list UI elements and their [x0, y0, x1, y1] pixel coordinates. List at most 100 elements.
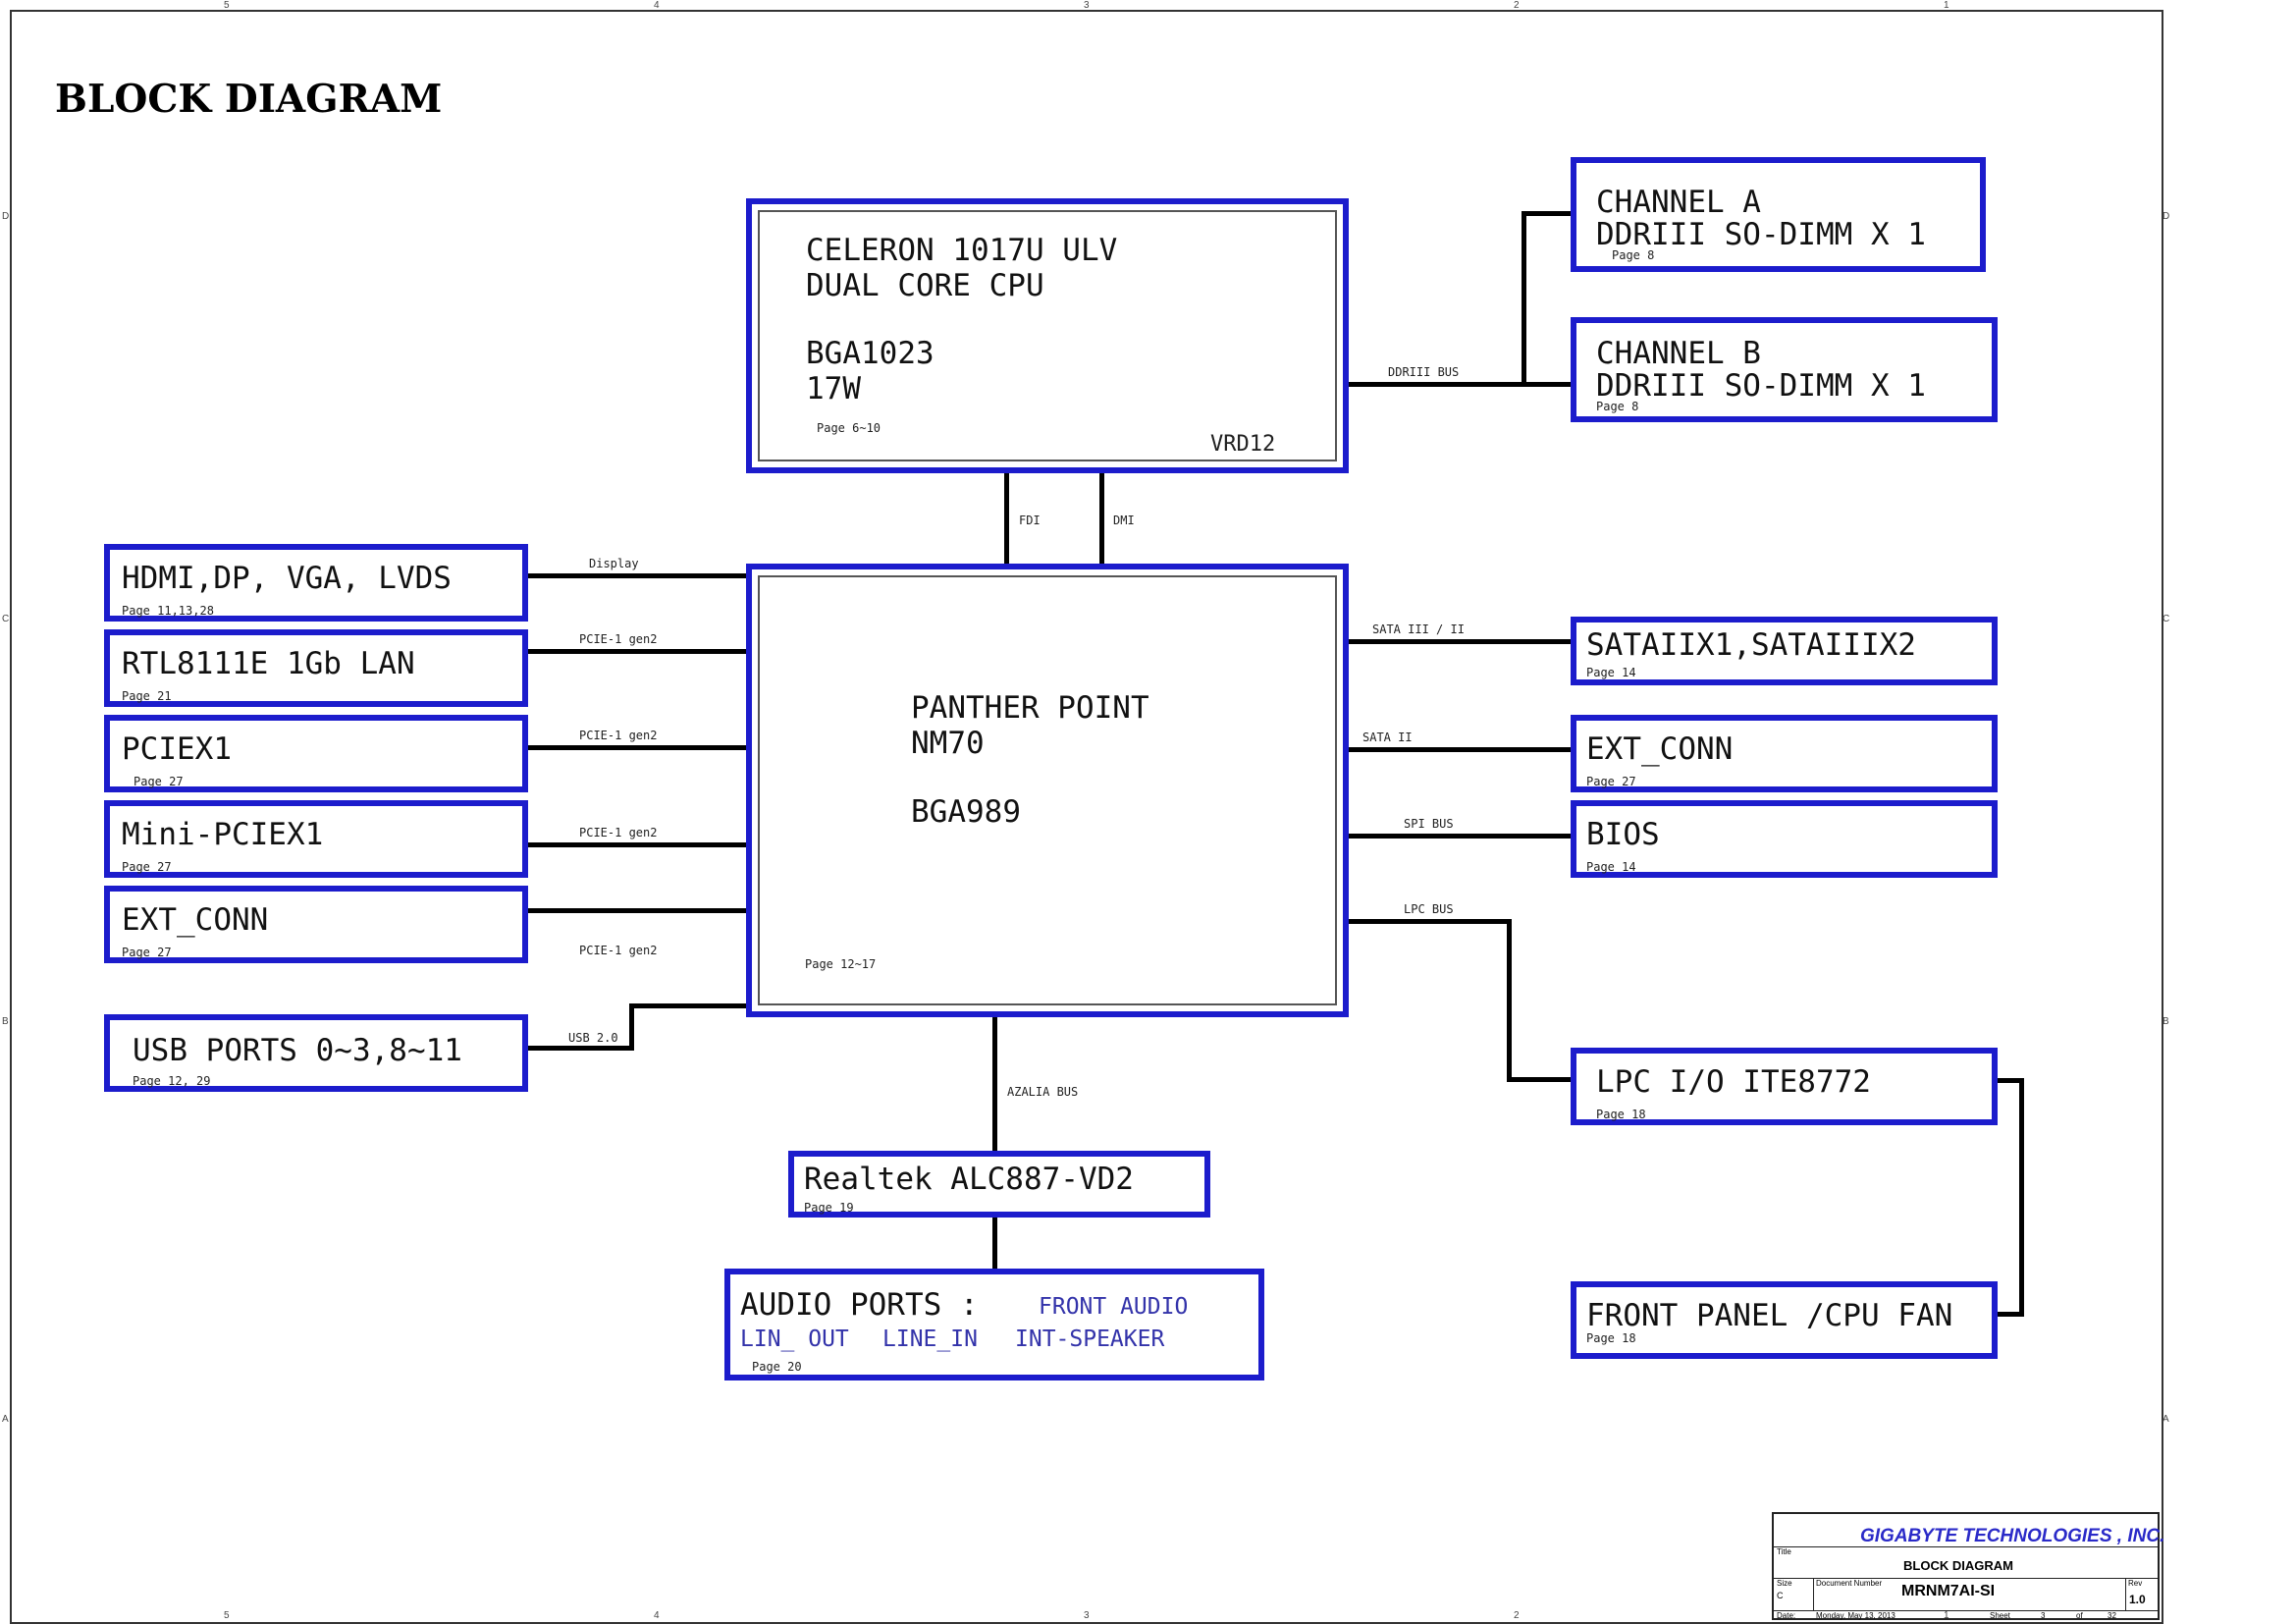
- lan-block[interactable]: RTL8111E 1Gb LAN Page 21: [104, 629, 528, 707]
- cpu-package: BGA1023: [806, 336, 934, 371]
- title-block-of-label: of: [2076, 1611, 2083, 1620]
- ext-conn-left-block[interactable]: EXT_CONN Page 27: [104, 886, 528, 963]
- front-panel-block[interactable]: FRONT PANEL /CPU FAN Page 18: [1571, 1281, 1998, 1359]
- border-mark-top-3: 3: [1084, 0, 1090, 11]
- title-block-doc-label: Document Number: [1816, 1579, 1883, 1588]
- title-block-title: BLOCK DIAGRAM: [1903, 1558, 2013, 1573]
- cpu-name: CELERON 1017U ULV: [806, 233, 1118, 268]
- title-block-size: C: [1777, 1591, 1784, 1600]
- border-mark-right-a: A: [2163, 1414, 2169, 1425]
- lpc-io-block[interactable]: LPC I/O ITE8772 Page 18: [1571, 1048, 1998, 1125]
- title-block-divider-v1: [1813, 1578, 1814, 1610]
- channel-a-title: CHANNEL A: [1596, 185, 1761, 220]
- mini-pciex1-page-ref: Page 27: [122, 860, 172, 874]
- bus-label-dmi: DMI: [1113, 514, 1135, 527]
- bus-label-sata3: SATA III / II: [1372, 623, 1465, 636]
- pcie-ext-line: [523, 908, 752, 913]
- audio-speaker-label: INT-SPEAKER: [1015, 1326, 1165, 1352]
- pcie-x1-line: [523, 745, 752, 750]
- usb-line-v: [629, 1003, 634, 1051]
- cpu-vrd: VRD12: [1210, 432, 1276, 457]
- pciex1-page-ref: Page 27: [133, 775, 184, 788]
- border-mark-top-2: 2: [1514, 0, 1520, 11]
- pch-model: NM70: [911, 726, 985, 761]
- cpu-block[interactable]: CELERON 1017U ULV DUAL CORE CPU BGA1023 …: [746, 198, 1349, 473]
- pch-page-ref: Page 12~17: [805, 957, 877, 971]
- display-block[interactable]: HDMI,DP, VGA, LVDS Page 11,13,28: [104, 544, 528, 622]
- fdi-line: [1004, 469, 1009, 568]
- cpu-inner-frame: [758, 210, 1337, 461]
- pch-inner-frame: [758, 575, 1337, 1005]
- usb-ports-page-ref: Page 12, 29: [133, 1074, 211, 1088]
- sata2-line: [1347, 747, 1576, 752]
- usb-line-h1: [523, 1046, 634, 1051]
- usb-line-h2: [629, 1003, 752, 1008]
- front-panel-page-ref: Page 18: [1586, 1331, 1636, 1345]
- sata-block[interactable]: SATAIIX1,SATAIIIX2 Page 14: [1571, 617, 1998, 685]
- bus-label-fdi: FDI: [1019, 514, 1041, 527]
- pcie-mini-line: [523, 842, 752, 847]
- bus-label-pcie-ext: PCIE-1 gen2: [579, 944, 658, 957]
- codec-block[interactable]: Realtek ALC887-VD2 Page 19: [788, 1151, 1210, 1218]
- front-panel-line-h1: [1991, 1078, 2024, 1083]
- border-mark-bottom-3: 3: [1084, 1610, 1090, 1621]
- lpc-line-h1: [1347, 919, 1512, 924]
- bus-label-sata2: SATA II: [1362, 731, 1413, 744]
- channel-a-page-ref: Page 8: [1612, 248, 1655, 262]
- bus-label-azalia: AZALIA BUS: [1007, 1085, 1079, 1099]
- usb-ports-block[interactable]: USB PORTS 0~3,8~11 Page 12, 29: [104, 1014, 528, 1092]
- sata3-line: [1347, 639, 1576, 644]
- border-mark-bottom-5: 5: [224, 1610, 230, 1621]
- bus-label-spi: SPI BUS: [1404, 817, 1454, 831]
- lpc-line-v: [1507, 919, 1512, 1082]
- border-mark-bottom-1: 1: [1944, 1610, 1949, 1621]
- lan-page-ref: Page 21: [122, 689, 172, 703]
- border-mark-top-4: 4: [654, 0, 660, 11]
- ext-conn-right-block[interactable]: EXT_CONN Page 27: [1571, 715, 1998, 792]
- front-panel-line-h2: [1991, 1312, 2024, 1317]
- mini-pciex1-block[interactable]: Mini-PCIEX1 Page 27: [104, 800, 528, 878]
- pch-package: BGA989: [911, 794, 1021, 830]
- sata-label: SATAIIX1,SATAIIIX2: [1586, 627, 1916, 663]
- sata-page-ref: Page 14: [1586, 666, 1636, 679]
- audio-page-ref: Page 20: [752, 1360, 802, 1374]
- channel-b-dimm: DDRIII SO-DIMM X 1: [1596, 368, 1926, 404]
- audio-ports-block[interactable]: AUDIO PORTS : FRONT AUDIO LIN_ OUT LINE_…: [724, 1269, 1264, 1380]
- pch-block[interactable]: PANTHER POINT NM70 BGA989 Page 12~17: [746, 564, 1349, 1017]
- pciex1-label: PCIEX1: [122, 731, 232, 767]
- channel-a-block[interactable]: CHANNEL A DDRIII SO-DIMM X 1 Page 8: [1571, 157, 1986, 272]
- pciex1-block[interactable]: PCIEX1 Page 27: [104, 715, 528, 792]
- ext-conn-left-label: EXT_CONN: [122, 902, 269, 938]
- audio-line-in-label: LINE_IN: [882, 1326, 978, 1352]
- channel-b-block[interactable]: CHANNEL B DDRIII SO-DIMM X 1 Page 8: [1571, 317, 1998, 422]
- mini-pciex1-label: Mini-PCIEX1: [122, 817, 324, 852]
- audio-line-out-label: LIN_ OUT: [740, 1326, 849, 1352]
- lpc-io-label: LPC I/O ITE8772: [1596, 1064, 1871, 1100]
- border-mark-right-b: B: [2163, 1016, 2169, 1027]
- title-block-rev: 1.0: [2129, 1593, 2146, 1606]
- border-mark-top-5: 5: [224, 0, 230, 11]
- channel-b-page-ref: Page 8: [1596, 400, 1639, 413]
- bus-label-pcie-mini: PCIE-1 gen2: [579, 826, 658, 839]
- display-label: HDMI,DP, VGA, LVDS: [122, 561, 452, 596]
- ddr-bus-line: [1347, 382, 1576, 387]
- lpc-io-page-ref: Page 18: [1596, 1108, 1646, 1121]
- channel-a-dimm: DDRIII SO-DIMM X 1: [1596, 217, 1926, 252]
- title-block-sheet: 3: [2041, 1611, 2046, 1620]
- title-block: GIGABYTE TECHNOLOGIES , INC. Title BLOCK…: [1772, 1512, 2164, 1620]
- title-block-size-label: Size: [1777, 1579, 1792, 1588]
- pcie-lan-line: [523, 649, 752, 654]
- bus-label-pcie-x1: PCIE-1 gen2: [579, 729, 658, 742]
- title-block-date: Monday, May 13, 2013: [1816, 1611, 1896, 1620]
- title-block-title-label: Title: [1777, 1547, 1791, 1556]
- border-mark-top-1: 1: [1944, 0, 1949, 11]
- bios-block[interactable]: BIOS Page 14: [1571, 800, 1998, 878]
- title-block-date-label: Date:: [1777, 1611, 1796, 1620]
- codec-label: Realtek ALC887-VD2: [804, 1162, 1134, 1197]
- codec-page-ref: Page 19: [804, 1201, 854, 1215]
- front-panel-label: FRONT PANEL /CPU FAN: [1586, 1298, 1953, 1333]
- ext-conn-left-page-ref: Page 27: [122, 946, 172, 959]
- bus-label-pcie-lan: PCIE-1 gen2: [579, 632, 658, 646]
- audio-line: [992, 1214, 997, 1272]
- display-line: [523, 573, 752, 578]
